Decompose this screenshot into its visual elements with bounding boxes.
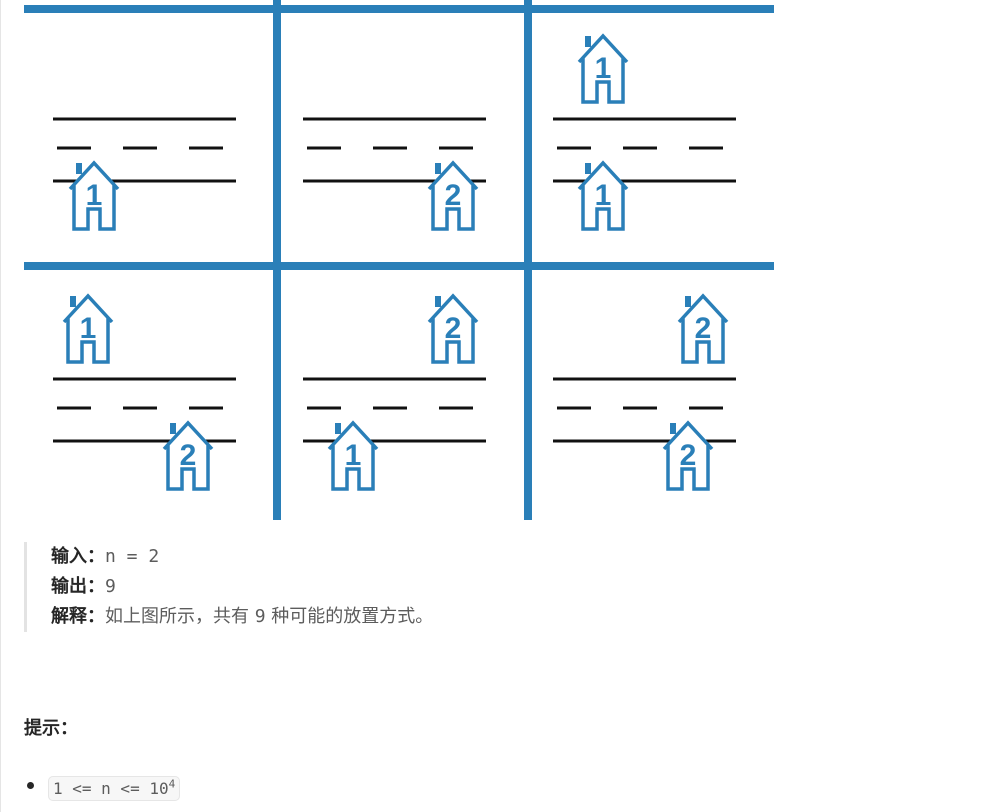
house-icon: 1 bbox=[62, 293, 114, 364]
explanation-label: 解释： bbox=[51, 606, 105, 627]
house-icon: 2 bbox=[162, 420, 214, 491]
house-chimney bbox=[685, 296, 691, 307]
house-chimney bbox=[76, 163, 82, 174]
house-icon: 1 bbox=[577, 160, 629, 231]
house-outline bbox=[327, 420, 379, 491]
house-icon: 1 bbox=[577, 33, 629, 104]
house-icon: 2 bbox=[662, 420, 714, 491]
house-chimney bbox=[170, 423, 176, 434]
house-number: 1 bbox=[595, 52, 612, 85]
explanation-number: 9 bbox=[254, 606, 266, 627]
house-icon: 2 bbox=[427, 160, 479, 231]
explanation-text-after: 种可能的放置方式。 bbox=[265, 606, 434, 627]
grid-line-top bbox=[24, 5, 774, 13]
house-outline bbox=[427, 160, 479, 231]
house-icon: 2 bbox=[677, 293, 729, 364]
house-number: 1 bbox=[80, 312, 97, 345]
house-number: 1 bbox=[595, 179, 612, 212]
house-number: 2 bbox=[445, 312, 462, 345]
house-outline bbox=[162, 420, 214, 491]
house-icon: 2 bbox=[427, 293, 479, 364]
input-value: n = 2 bbox=[105, 546, 160, 567]
left-border bbox=[0, 0, 1, 812]
hints-title: 提示： bbox=[24, 718, 78, 739]
grid-line-vertical-1 bbox=[273, 0, 281, 520]
placement-cell: 21 bbox=[303, 293, 486, 491]
house-chimney bbox=[70, 296, 76, 307]
constraints-list: 1 <= n <= 104 bbox=[24, 770, 181, 804]
house-chimney bbox=[335, 423, 341, 434]
grid-line-middle bbox=[24, 262, 774, 270]
house-number: 2 bbox=[680, 439, 697, 472]
placement-cell: 2 bbox=[303, 117, 486, 231]
house-number: 1 bbox=[86, 179, 103, 212]
constraint-item: 1 <= n <= 104 bbox=[24, 770, 181, 804]
house-icon: 1 bbox=[68, 160, 120, 231]
explanation-text-before: 如上图所示，共有 bbox=[105, 606, 255, 627]
constraint-exponent: 4 bbox=[168, 778, 176, 791]
grid-line-vertical-2 bbox=[524, 0, 532, 520]
example-explanation-line: 解释：如上图所示，共有 9 种可能的放置方式。 bbox=[51, 602, 433, 632]
placement-cell: 11 bbox=[553, 33, 736, 231]
house-chimney bbox=[585, 36, 591, 47]
house-outline bbox=[427, 293, 479, 364]
placement-cell: 12 bbox=[53, 293, 236, 491]
example-output-line: 输出：9 bbox=[51, 572, 433, 602]
house-outline bbox=[577, 33, 629, 104]
constraint-code: 1 <= n <= 104 bbox=[48, 776, 181, 802]
house-chimney bbox=[585, 163, 591, 174]
house-number: 2 bbox=[695, 312, 712, 345]
house-number: 2 bbox=[180, 439, 197, 472]
house-number: 2 bbox=[445, 179, 462, 212]
house-outline bbox=[662, 420, 714, 491]
house-chimney bbox=[435, 163, 441, 174]
example-block: 输入：n = 2 输出：9 解释：如上图所示，共有 9 种可能的放置方式。 bbox=[24, 542, 433, 632]
example-input-line: 输入：n = 2 bbox=[51, 542, 433, 572]
bullet-icon bbox=[27, 782, 34, 789]
input-label: 输入： bbox=[51, 546, 105, 567]
house-chimney bbox=[435, 296, 441, 307]
house-number: 1 bbox=[345, 439, 362, 472]
house-outline bbox=[577, 160, 629, 231]
house-outline bbox=[677, 293, 729, 364]
house-icon: 1 bbox=[327, 420, 379, 491]
placement-cell: 22 bbox=[553, 293, 736, 491]
placement-cell: 1 bbox=[53, 117, 236, 231]
output-label: 输出： bbox=[51, 576, 105, 597]
house-outline bbox=[68, 160, 120, 231]
house-outline bbox=[62, 293, 114, 364]
output-value: 9 bbox=[105, 576, 116, 597]
constraint-text: 1 <= n <= 10 bbox=[53, 779, 169, 799]
house-chimney bbox=[670, 423, 676, 434]
